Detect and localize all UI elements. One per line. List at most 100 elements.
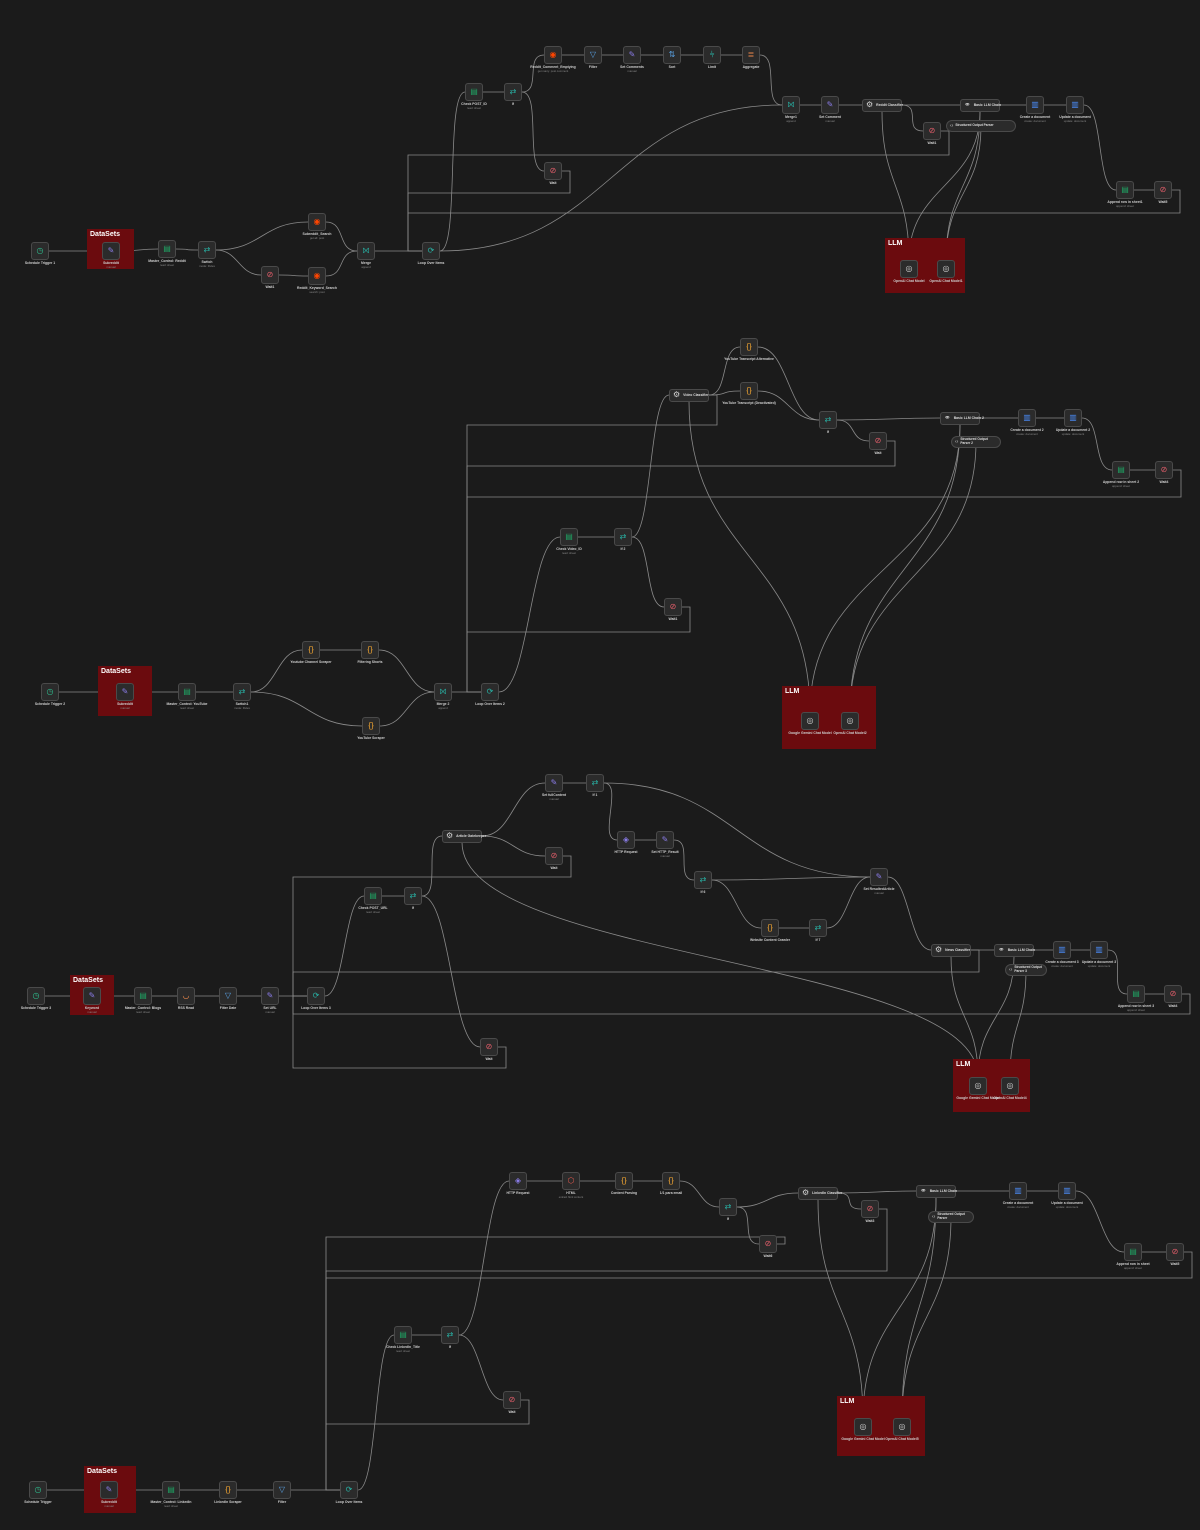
- group-datasets[interactable]: DataSets: [84, 1466, 136, 1513]
- node-d14[interactable]: ⇄: [719, 1198, 737, 1216]
- node-b9[interactable]: ⟳: [481, 683, 499, 701]
- node-a29[interactable]: ◎: [937, 260, 955, 278]
- node-b16[interactable]: ⇄: [819, 411, 837, 429]
- node-a2[interactable]: ✎: [102, 242, 120, 260]
- node-c4[interactable]: ◡: [177, 987, 195, 1005]
- node-b23[interactable]: ◎: [801, 712, 819, 730]
- node-c23[interactable]: ▥: [1053, 941, 1071, 959]
- node-d19[interactable]: ▥: [1009, 1182, 1027, 1200]
- node-a21[interactable]: ⚙Reddit Classifier: [862, 98, 903, 112]
- node-a11[interactable]: ⇄: [504, 83, 522, 101]
- node-c11[interactable]: ⚙Article Gatekeeper: [442, 829, 486, 843]
- node-c18[interactable]: {}: [761, 919, 779, 937]
- node-a13[interactable]: ▽: [584, 46, 602, 64]
- node-b14[interactable]: {}: [740, 338, 758, 356]
- node-c14[interactable]: ⇄: [586, 774, 604, 792]
- node-c20[interactable]: ✎: [870, 868, 888, 886]
- node-d2[interactable]: ✎: [100, 1481, 118, 1499]
- node-c2[interactable]: ✎: [83, 987, 101, 1005]
- node-a22[interactable]: ⚭Basic LLM Chain: [960, 98, 1001, 112]
- node-d18[interactable]: ⚭Basic LLM Chain: [916, 1184, 957, 1198]
- node-d15[interactable]: ⊘: [759, 1235, 777, 1253]
- node-d6[interactable]: ⟳: [340, 1481, 358, 1499]
- node-d17[interactable]: ⊘: [861, 1200, 879, 1218]
- node-a4[interactable]: ⇄: [198, 241, 216, 259]
- node-a1[interactable]: ◷: [31, 242, 49, 260]
- node-b10[interactable]: ▤: [560, 528, 578, 546]
- node-c7[interactable]: ⟳: [307, 987, 325, 1005]
- node-a20[interactable]: ✎: [821, 96, 839, 114]
- node-b6[interactable]: {}: [361, 641, 379, 659]
- node-b2[interactable]: ✎: [116, 683, 134, 701]
- node-a26[interactable]: ▤: [1116, 181, 1134, 199]
- node-d3[interactable]: ▤: [162, 1481, 180, 1499]
- node-a25[interactable]: ⊘: [923, 122, 941, 140]
- node-d22[interactable]: ⊘: [1166, 1243, 1184, 1261]
- node-a27[interactable]: ⊘: [1154, 181, 1172, 199]
- node-c22[interactable]: ⚭Basic LLM Chain: [994, 943, 1035, 957]
- node-c17[interactable]: ⇄: [694, 871, 712, 889]
- node-c3[interactable]: ▤: [134, 987, 152, 1005]
- node-c12[interactable]: ⊘: [545, 847, 563, 865]
- node-b20[interactable]: ▥: [1064, 409, 1082, 427]
- node-b4[interactable]: ⇄: [233, 683, 251, 701]
- node-a14[interactable]: ✎: [623, 46, 641, 64]
- node-d7[interactable]: ▤: [394, 1326, 412, 1344]
- node-b13[interactable]: ⚙Video Classifier: [669, 388, 709, 402]
- node-b18[interactable]: ⚭Basic LLM Chain 2: [940, 411, 984, 425]
- output-parser-node[interactable]: ‹›Structured Output Parser: [928, 1211, 974, 1223]
- group-llm[interactable]: LLM: [837, 1396, 925, 1456]
- node-a23[interactable]: ▥: [1026, 96, 1044, 114]
- node-d23[interactable]: ◎: [854, 1418, 872, 1436]
- node-b19[interactable]: ▥: [1018, 409, 1036, 427]
- node-d11[interactable]: ⬡: [562, 1172, 580, 1190]
- node-b7[interactable]: {}: [362, 717, 380, 735]
- node-c27[interactable]: ◎: [969, 1077, 987, 1095]
- node-b1[interactable]: ◷: [41, 683, 59, 701]
- node-c15[interactable]: ◈: [617, 831, 635, 849]
- output-parser-node[interactable]: ‹›Structured Output Parser 3: [1005, 964, 1047, 976]
- node-b8[interactable]: ⨝: [434, 683, 452, 701]
- node-a19[interactable]: ⨝: [782, 96, 800, 114]
- node-a12[interactable]: ◉: [544, 46, 562, 64]
- node-c21[interactable]: ⚙News Classifier: [931, 943, 971, 957]
- node-c16[interactable]: ✎: [656, 831, 674, 849]
- node-b15[interactable]: {}: [740, 382, 758, 400]
- node-d20[interactable]: ▥: [1058, 1182, 1076, 1200]
- node-c9[interactable]: ⇄: [404, 887, 422, 905]
- node-a3[interactable]: ▤: [158, 240, 176, 258]
- node-d13[interactable]: {}: [662, 1172, 680, 1190]
- node-c25[interactable]: ▤: [1127, 985, 1145, 1003]
- node-a8[interactable]: ⨝: [357, 242, 375, 260]
- node-b5[interactable]: {}: [302, 641, 320, 659]
- node-a18[interactable]: ⊘: [544, 162, 562, 180]
- node-a5[interactable]: ◉: [308, 213, 326, 231]
- node-c26[interactable]: ⊘: [1164, 985, 1182, 1003]
- node-b17[interactable]: ⊘: [869, 432, 887, 450]
- node-a24[interactable]: ▥: [1066, 96, 1084, 114]
- node-a17[interactable]: ≣: [742, 46, 760, 64]
- node-d4[interactable]: {}: [219, 1481, 237, 1499]
- output-parser-node[interactable]: ‹›Structured Output Parser 2: [951, 436, 1001, 448]
- output-parser-node[interactable]: ‹›Structured Output Parser: [946, 120, 1016, 132]
- node-a6[interactable]: ⊘: [261, 266, 279, 284]
- node-c24[interactable]: ▥: [1090, 941, 1108, 959]
- node-c28[interactable]: ◎: [1001, 1077, 1019, 1095]
- node-a16[interactable]: ⫩: [703, 46, 721, 64]
- node-c6[interactable]: ✎: [261, 987, 279, 1005]
- node-d16[interactable]: ⚙LinkedIn Classifier: [798, 1186, 842, 1200]
- node-b11[interactable]: ⇄: [614, 528, 632, 546]
- node-b24[interactable]: ◎: [841, 712, 859, 730]
- node-c19[interactable]: ⇄: [809, 919, 827, 937]
- node-a9[interactable]: ⟳: [422, 242, 440, 260]
- node-a10[interactable]: ▤: [465, 83, 483, 101]
- node-a28[interactable]: ◎: [900, 260, 918, 278]
- node-d1[interactable]: ◷: [29, 1481, 47, 1499]
- group-llm[interactable]: LLM: [782, 686, 876, 749]
- node-c1[interactable]: ◷: [27, 987, 45, 1005]
- node-d12[interactable]: {}: [615, 1172, 633, 1190]
- node-c8[interactable]: ▤: [364, 887, 382, 905]
- node-c5[interactable]: ▽: [219, 987, 237, 1005]
- node-d10[interactable]: ◈: [509, 1172, 527, 1190]
